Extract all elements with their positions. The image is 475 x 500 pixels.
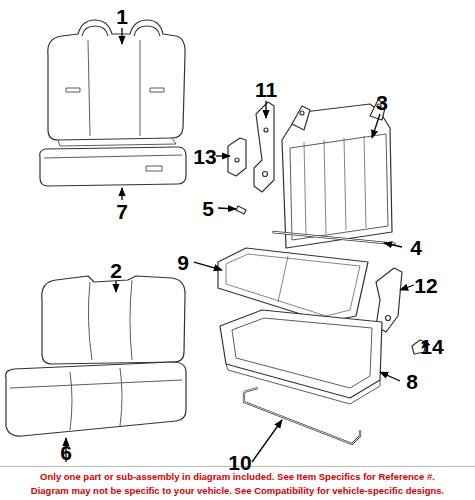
callout-number: 7 — [116, 201, 128, 222]
callout-number: 1 — [116, 6, 128, 27]
disclaimer-note: Diagram may not be specific to your vehi… — [0, 485, 475, 496]
callout-number: 5 — [202, 198, 214, 219]
disclaimer-note: Only one part or sub-assembly in diagram… — [0, 471, 475, 482]
callout-number: 12 — [414, 275, 437, 296]
callout-number: 8 — [406, 371, 418, 392]
callout-number: 3 — [376, 92, 388, 113]
callout-number: 4 — [410, 237, 422, 258]
callout-number: 14 — [420, 336, 443, 357]
callout-number: 9 — [177, 252, 189, 273]
callout-number: 13 — [193, 146, 216, 167]
leader-lines — [66, 28, 424, 462]
callout-number: 2 — [110, 260, 122, 281]
callout-number: 10 — [228, 452, 251, 473]
callout-number: 11 — [255, 79, 277, 100]
callout-number: 6 — [60, 442, 72, 463]
